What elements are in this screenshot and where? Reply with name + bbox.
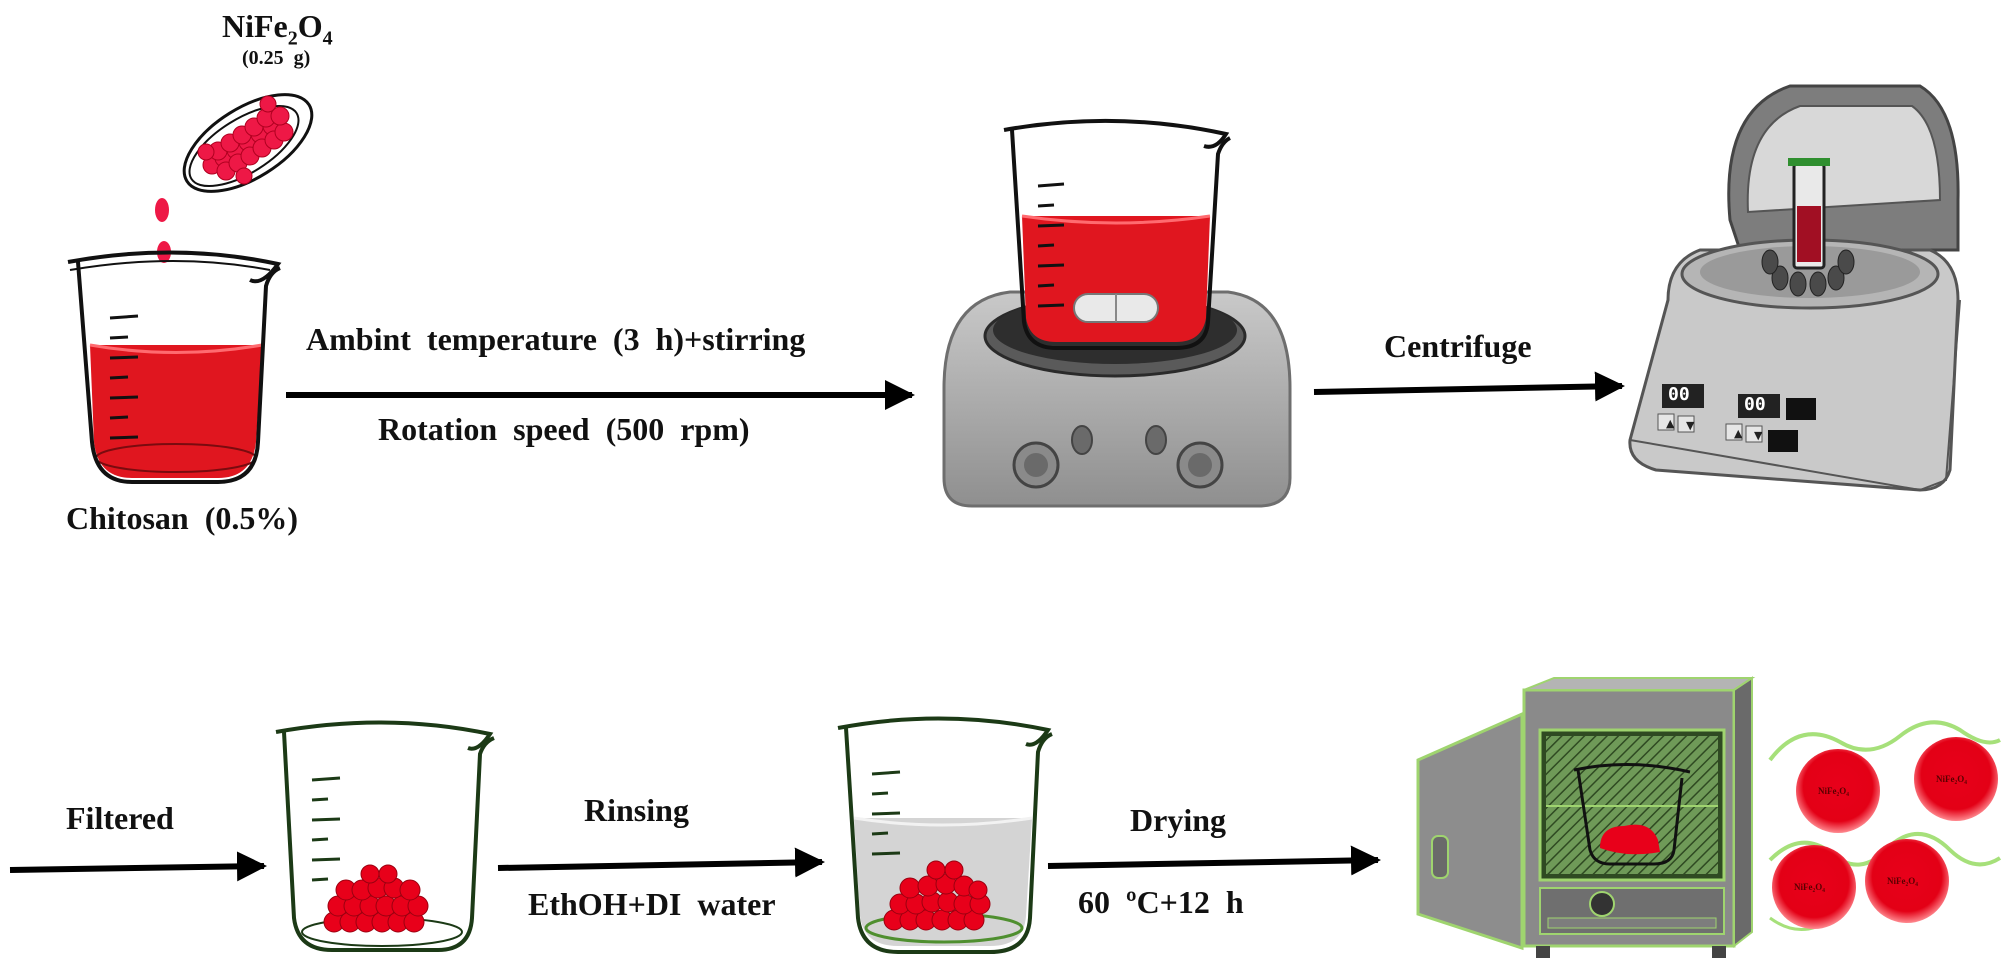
particle-2	[1914, 737, 1998, 821]
rotation-speed-label: Rotation speed (500 rpm)	[378, 411, 750, 447]
particle-1	[1796, 749, 1880, 833]
chitosan-label: Chitosan (0.5%)	[66, 500, 299, 536]
filtered-label: Filtered	[66, 800, 174, 836]
arrow-filtered	[9, 851, 267, 882]
nife2o4-mass-label: (0.25 g)	[242, 47, 311, 69]
drying-condition-label: 60 ºC+12 h	[1078, 884, 1244, 920]
oven-beaker	[1573, 762, 1691, 866]
centrifuge-readout-right: 00	[1744, 394, 1766, 415]
rinsing-label: Rinsing	[584, 792, 689, 828]
centrifuge-rotor	[1761, 249, 1855, 297]
arrow-centrifuge	[1313, 371, 1625, 402]
particle-3-label: NiFe₂O₄	[1794, 882, 1825, 892]
particle-1-label: NiFe₂O₄	[1818, 786, 1849, 796]
centrifuge-control-panel: ▲ ▼ ▲ ▼	[1657, 384, 1816, 452]
drying-oven	[1416, 676, 1756, 958]
particle-3	[1772, 845, 1856, 929]
particle-4	[1865, 839, 1949, 923]
particle-2-label: NiFe₂O₄	[1936, 774, 1967, 784]
falling-drop	[155, 198, 169, 222]
nife2o4-label: NiFe2O4	[222, 8, 333, 50]
stirring-beaker	[1003, 118, 1231, 350]
stir-bar	[1073, 293, 1159, 323]
svg-text:▲: ▲	[1734, 427, 1743, 440]
stirring-condition-label: Ambint temperature (3 h)+stirring	[306, 321, 806, 357]
nife2o4-dish	[155, 93, 314, 263]
oven-dial	[1589, 891, 1615, 917]
svg-text:▼: ▼	[1686, 419, 1695, 432]
stirrer-knob-left	[1012, 441, 1060, 489]
centrifuge-tube	[1788, 158, 1830, 270]
centrifuge-label: Centrifuge	[1384, 328, 1532, 364]
filtered-beaker	[275, 720, 495, 952]
arrow-drying	[1047, 845, 1381, 876]
arrow-rinsing	[497, 847, 825, 878]
centrifuge-readout-left: 00	[1668, 384, 1690, 405]
nife2o4-powder	[197, 95, 294, 185]
chitosan-beaker	[67, 250, 282, 484]
rinsing-beaker	[837, 716, 1053, 954]
stirrer-knob-right	[1176, 441, 1224, 489]
filtered-particles	[323, 864, 429, 933]
rinsed-particles	[883, 860, 991, 931]
svg-text:▲: ▲	[1666, 417, 1675, 430]
particle-4-label: NiFe₂O₄	[1887, 876, 1918, 886]
centrifuge: ▲ ▼ ▲ ▼	[1628, 84, 1961, 492]
rinse-solvent-label: EthOH+DI water	[528, 886, 776, 922]
drying-label: Drying	[1130, 802, 1226, 838]
svg-text:▼: ▼	[1754, 429, 1763, 442]
nife2o4-chitosan-composite	[1768, 720, 2002, 931]
